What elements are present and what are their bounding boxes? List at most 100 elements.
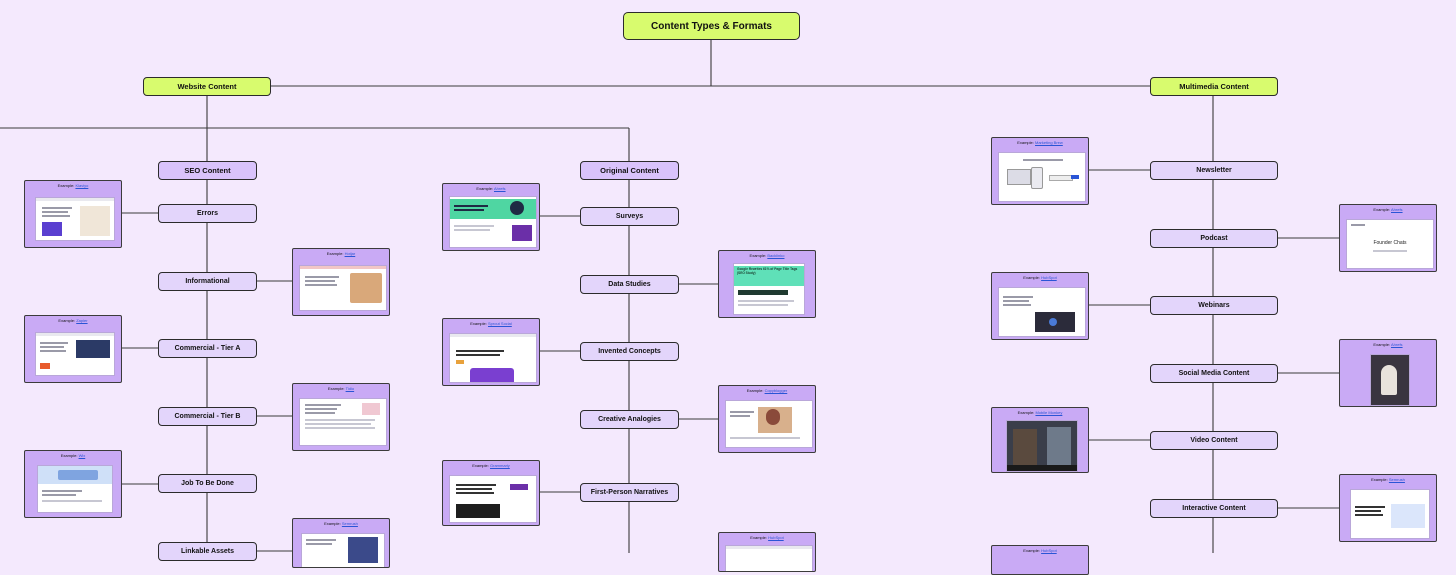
example-link[interactable]: HubSpot: [1041, 275, 1057, 280]
multimedia-item-interactive-content[interactable]: Interactive Content: [1150, 499, 1278, 518]
multimedia-item-podcast[interactable]: Podcast: [1150, 229, 1278, 248]
root-label: Content Types & Formats: [651, 20, 772, 32]
podcast-headline: Founder Chats: [1373, 240, 1407, 246]
data-studies-headline: Google Rewrites 61% of Page Title Tags (…: [737, 267, 798, 275]
example-screenshot: [725, 545, 813, 571]
example-link[interactable]: Marketing Brew: [1035, 140, 1063, 145]
item-label: Job To Be Done: [181, 480, 234, 487]
item-label: Webinars: [1198, 302, 1230, 309]
multimedia-item-newsletter[interactable]: Newsletter: [1150, 161, 1278, 180]
example-screenshot: [35, 197, 115, 241]
category-label: Original Content: [600, 166, 659, 175]
example-link[interactable]: Ahrefs: [494, 186, 506, 191]
example-screenshot: [449, 475, 537, 523]
example-caption: Example: HubSpot: [1023, 548, 1057, 553]
multimedia-item-video-content[interactable]: Video Content: [1150, 431, 1278, 450]
example-link[interactable]: Copyblogger: [764, 388, 788, 393]
example-card-multimedia-bottom: Example: HubSpot: [991, 545, 1089, 575]
branch-label: Website Content: [177, 82, 237, 91]
example-caption: Example: Grammarly: [472, 463, 510, 468]
item-label: Linkable Assets: [180, 548, 235, 555]
example-card-errors: Example: Klaviyo: [24, 180, 122, 248]
category-original-content[interactable]: Original Content: [580, 161, 679, 180]
example-link[interactable]: Mobile Monkey: [1035, 410, 1063, 415]
example-caption: Example: Ahrefs: [1373, 207, 1403, 212]
seo-item-job-to-be-done[interactable]: Job To Be Done: [158, 474, 257, 493]
item-label: Podcast: [1200, 235, 1228, 242]
example-card-linkable-assets: Example: Semrush: [292, 518, 390, 568]
branch-label: Multimedia Content: [1179, 82, 1249, 91]
item-label: First-Person Narratives: [590, 489, 669, 496]
example-link[interactable]: Sprout Social: [488, 321, 512, 326]
example-caption: Example: Backlinko: [749, 253, 785, 258]
example-caption: Example: Zapier: [58, 318, 88, 323]
example-card-webinars: Example: HubSpot: [991, 272, 1089, 340]
example-link[interactable]: Semrush: [341, 521, 358, 526]
example-link[interactable]: Zapier: [76, 318, 88, 323]
original-item-surveys[interactable]: Surveys: [580, 207, 679, 226]
example-screenshot: [449, 333, 537, 383]
example-caption: Example: Tidio: [327, 386, 355, 391]
seo-item-commercial-tier-a[interactable]: Commercial - Tier A: [158, 339, 257, 358]
branch-website-content[interactable]: Website Content: [143, 77, 271, 96]
branch-multimedia-content[interactable]: Multimedia Content: [1150, 77, 1278, 96]
item-label: Interactive Content: [1182, 505, 1246, 512]
example-screenshot: [1006, 420, 1078, 472]
category-seo-content[interactable]: SEO Content: [158, 161, 257, 180]
example-card-newsletter: Example: Marketing Brew: [991, 137, 1089, 205]
example-caption: Example: Semrush: [1371, 477, 1405, 482]
example-screenshot: [299, 265, 387, 311]
example-card-data-studies: Example: Backlinko Google Rewrites 61% o…: [718, 250, 816, 318]
example-screenshot: Founder Chats: [1346, 219, 1434, 269]
multimedia-item-social-media-content[interactable]: Social Media Content: [1150, 364, 1278, 383]
original-item-data-studies[interactable]: Data Studies: [580, 275, 679, 294]
item-label: Social Media Content: [1178, 370, 1250, 377]
example-screenshot: [1370, 354, 1410, 406]
example-link[interactable]: Backlinko: [767, 253, 785, 258]
example-card-first-person-narratives: Example: Grammarly: [442, 460, 540, 526]
example-link[interactable]: HubSpot: [768, 535, 784, 540]
example-link[interactable]: Hotjar: [344, 251, 356, 256]
root-node[interactable]: Content Types & Formats: [623, 12, 800, 40]
example-screenshot: [449, 196, 537, 248]
example-caption: Example: Ahrefs: [1373, 342, 1403, 347]
example-link[interactable]: Ahrefs: [1391, 342, 1403, 347]
example-link[interactable]: Semrush: [1388, 477, 1405, 482]
original-item-first-person-narratives[interactable]: First-Person Narratives: [580, 483, 679, 502]
example-card-social-media: Example: Ahrefs: [1339, 339, 1437, 407]
example-card-informational: Example: Hotjar: [292, 248, 390, 316]
example-card-creative-analogies: Example: Copyblogger: [718, 385, 816, 453]
seo-item-informational[interactable]: Informational: [158, 272, 257, 291]
example-caption: Example: Sprout Social: [470, 321, 512, 326]
example-caption: Example: Marketing Brew: [1017, 140, 1063, 145]
example-link[interactable]: Klaviyo: [75, 183, 89, 188]
seo-item-commercial-tier-b[interactable]: Commercial - Tier B: [158, 407, 257, 426]
example-link[interactable]: Wix: [78, 453, 86, 458]
example-card-original-bottom: Example: HubSpot: [718, 532, 816, 572]
example-caption: Example: Mobile Monkey: [1017, 410, 1063, 415]
example-screenshot: [725, 400, 813, 448]
example-link[interactable]: Ahrefs: [1391, 207, 1403, 212]
example-caption: Example: Semrush: [324, 521, 358, 526]
example-link[interactable]: Tidio: [345, 386, 355, 391]
example-screenshot: [299, 398, 387, 446]
example-screenshot: [35, 332, 115, 376]
seo-item-linkable-assets[interactable]: Linkable Assets: [158, 542, 257, 561]
original-item-invented-concepts[interactable]: Invented Concepts: [580, 342, 679, 361]
original-item-creative-analogies[interactable]: Creative Analogies: [580, 410, 679, 429]
category-label: SEO Content: [184, 166, 231, 175]
example-link[interactable]: HubSpot: [1041, 548, 1057, 553]
example-screenshot: [301, 533, 385, 567]
example-card-surveys: Example: Ahrefs: [442, 183, 540, 251]
example-caption: Example: Ahrefs: [476, 186, 506, 191]
item-label: Creative Analogies: [598, 416, 661, 423]
example-card-video: Example: Mobile Monkey: [991, 407, 1089, 473]
item-label: Video Content: [1190, 437, 1238, 444]
seo-item-errors[interactable]: Errors: [158, 204, 257, 223]
example-link[interactable]: Grammarly: [490, 463, 510, 468]
multimedia-item-webinars[interactable]: Webinars: [1150, 296, 1278, 315]
item-label: Data Studies: [608, 281, 651, 288]
example-caption: Example: HubSpot: [1023, 275, 1057, 280]
example-caption: Example: Wix: [60, 453, 86, 458]
example-card-podcast: Example: Ahrefs Founder Chats: [1339, 204, 1437, 272]
